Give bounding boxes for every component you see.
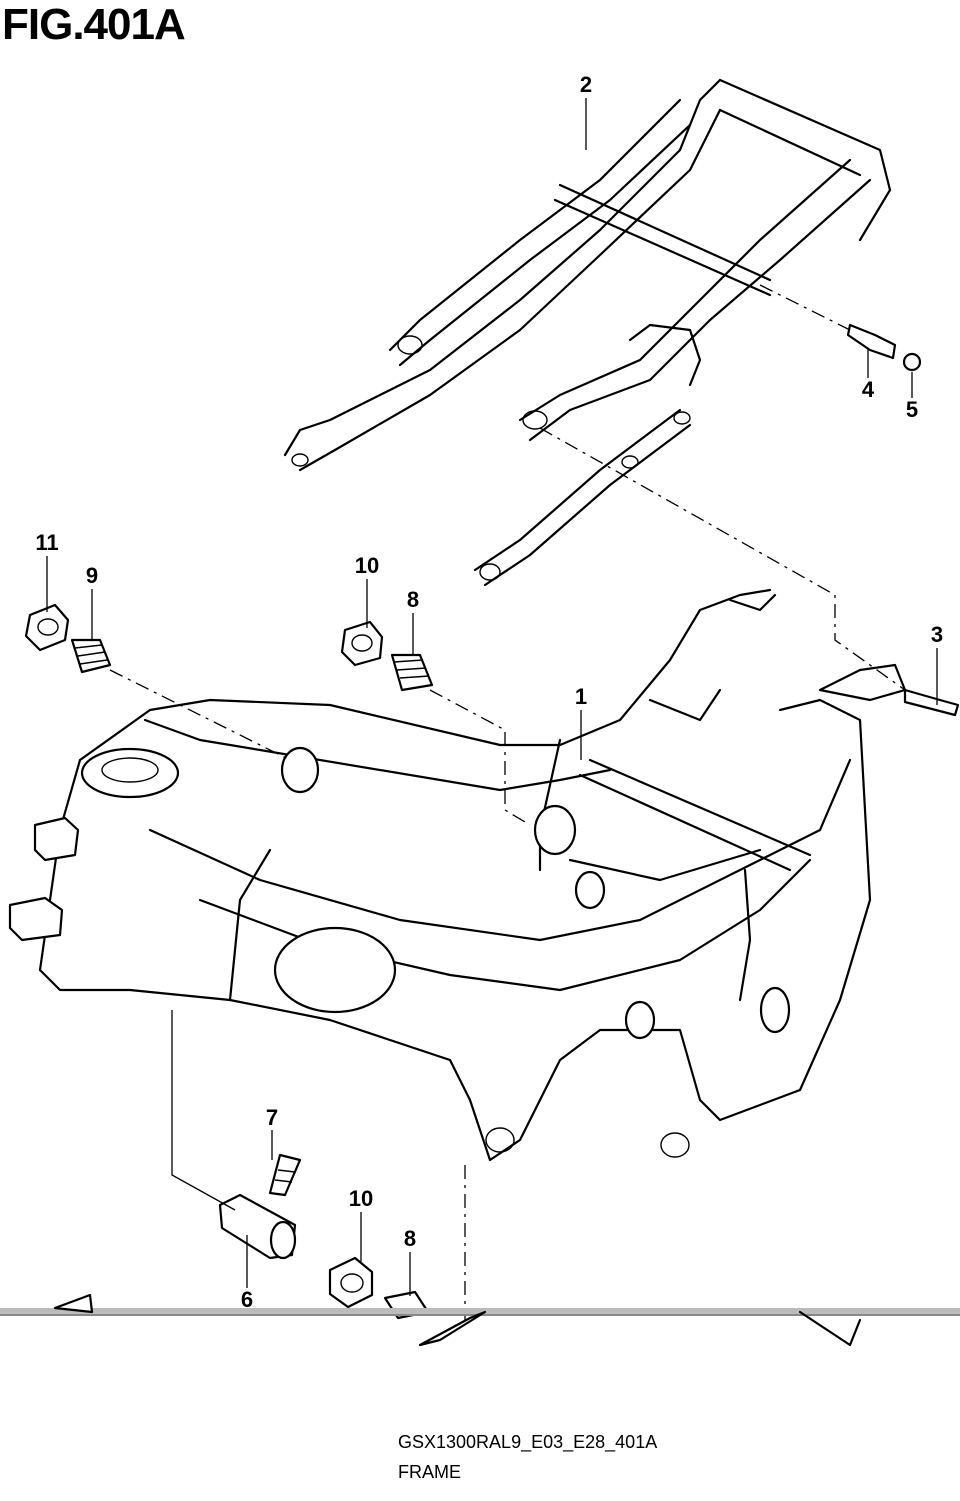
callout-1: 1 [574, 684, 588, 709]
callout-9: 9 [85, 563, 99, 588]
callout-6: 6 [240, 1287, 254, 1312]
diagram-code: GSX1300RAL9_E03_E28_401A [398, 1432, 658, 1452]
callout-2: 2 [579, 72, 593, 97]
callout-8-upper: 8 [406, 587, 420, 612]
scan-crop-band [0, 1293, 960, 1347]
main-frame [8, 588, 907, 1162]
figure-title: FIG.401A [2, 0, 186, 49]
callout-10-upper: 10 [354, 553, 380, 578]
callout-7: 7 [265, 1105, 279, 1130]
leader-lines [46, 98, 938, 1320]
callout-10-lower: 10 [348, 1186, 374, 1211]
callout-3: 3 [930, 622, 944, 647]
seat-rail-subframe [283, 78, 892, 587]
callout-8-lower: 8 [403, 1226, 417, 1251]
callout-5: 5 [905, 397, 919, 422]
diagram-name: FRAME [398, 1462, 461, 1482]
callout-11: 11 [35, 530, 59, 555]
callout-4: 4 [861, 377, 875, 402]
small-parts [24, 323, 960, 1320]
